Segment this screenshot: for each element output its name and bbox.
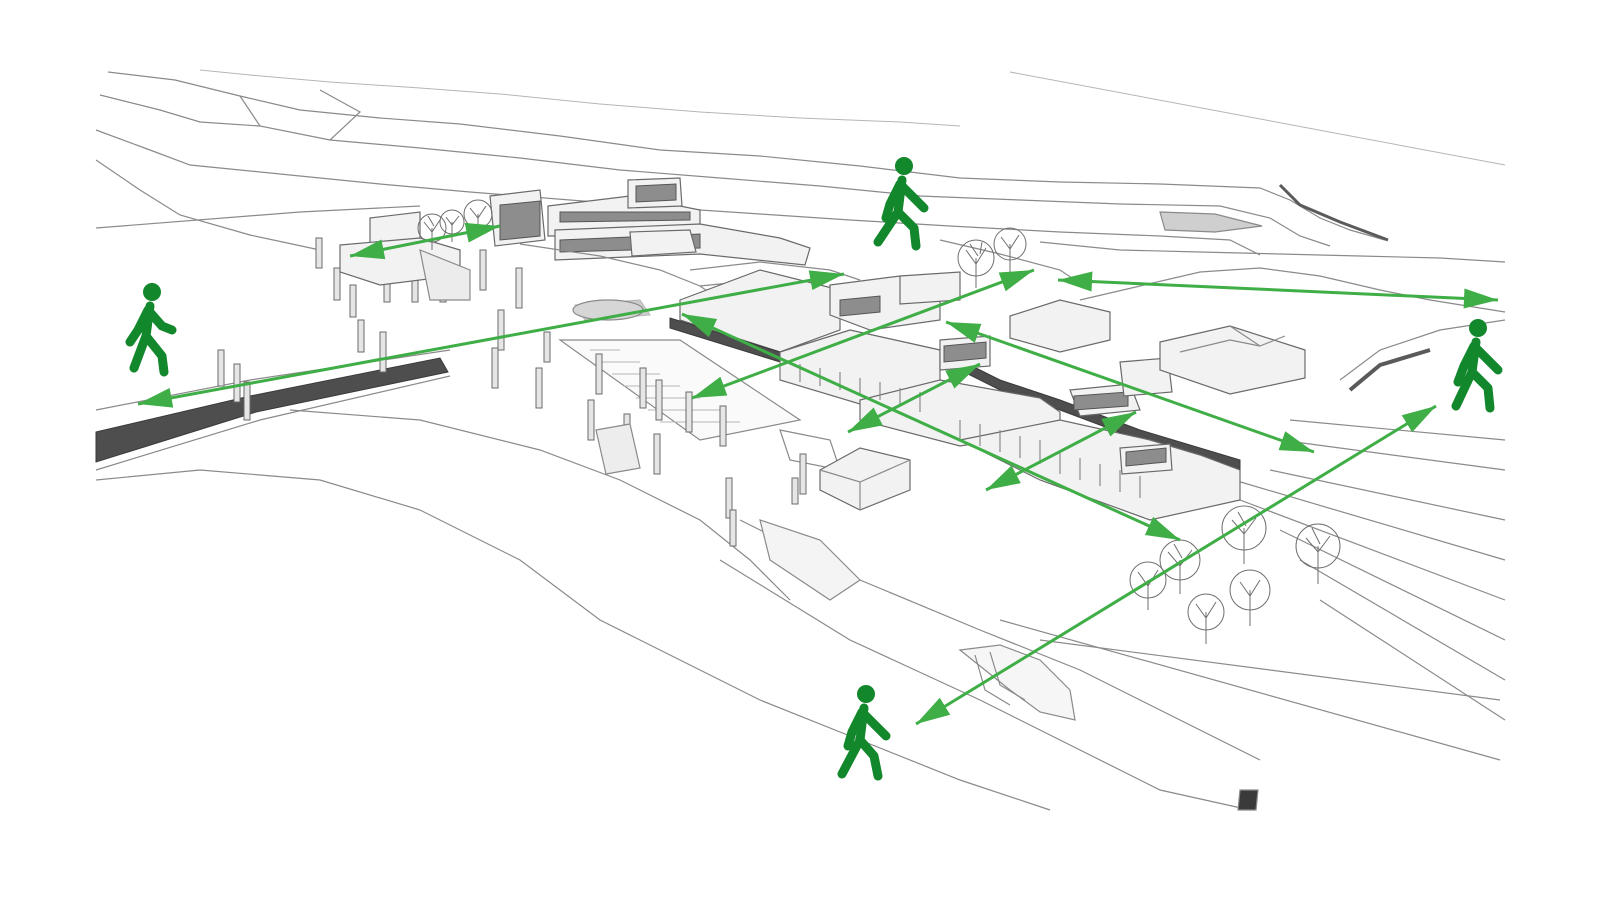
arrow-head xyxy=(986,465,1021,490)
central-building xyxy=(670,240,1305,520)
arrow-head xyxy=(1058,272,1092,292)
walking-person-icon xyxy=(1456,319,1498,408)
walking-person-icon xyxy=(878,157,924,246)
arrow-head xyxy=(1279,431,1314,452)
walking-person-icon xyxy=(130,283,172,372)
arrow-head xyxy=(916,698,950,724)
walking-person-icon xyxy=(842,685,886,776)
arrow-head xyxy=(138,388,173,408)
arrow-head xyxy=(1464,288,1498,308)
arrow-head xyxy=(1402,406,1436,432)
ground-lines xyxy=(96,350,1505,810)
arrow-head xyxy=(999,270,1034,291)
